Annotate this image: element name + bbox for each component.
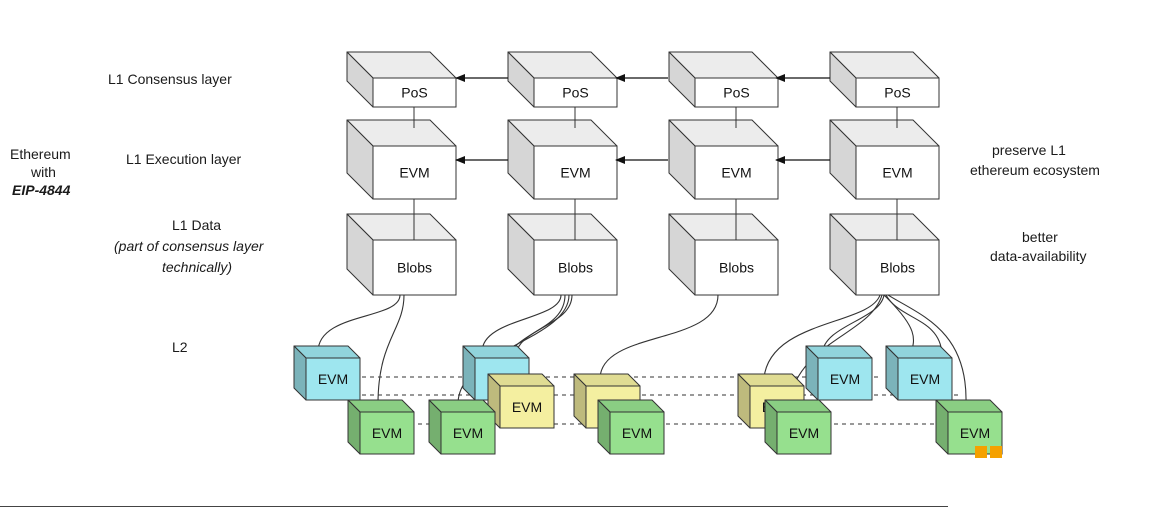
- evm-l1-box-2: EVM: [507, 119, 618, 200]
- l2-evm-cyan-4: EVM: [885, 345, 953, 401]
- data-layer-note: (part of consensus layer: [114, 238, 264, 254]
- blob-connector-7: [599, 294, 719, 379]
- evm-l1-box-4-label: EVM: [882, 165, 912, 181]
- blobs-box-2: Blobs: [507, 213, 618, 296]
- blobs-box-4: Blobs: [829, 213, 940, 296]
- consensus-layer-label: L1 Consensus layer: [108, 71, 232, 87]
- blobs-box-3-label: Blobs: [719, 260, 754, 276]
- pos-box-4: PoS: [829, 51, 940, 108]
- l1-cubes: PoS EVM Blobs PoS EVM Blobs PoS EVM Blobs PoS EVM B…: [346, 51, 940, 296]
- execution-layer-label: L1 Execution layer: [126, 151, 242, 167]
- l2-evm-yellow-1-label: EVM: [512, 399, 542, 415]
- l2-evm-yellow-1: EVM: [487, 373, 555, 429]
- ethereum-with-label: with: [31, 164, 56, 180]
- l2-evm-cyan-3: EVM: [805, 345, 873, 401]
- l2-label: L2: [172, 339, 188, 355]
- data-layer-note-2: technically): [162, 259, 233, 275]
- arrows: [413, 74, 898, 240]
- pos-box-4-label: PoS: [884, 85, 910, 101]
- l2-evm-cyan-1-label: EVM: [318, 371, 348, 387]
- l2-evm-green-1: EVM: [347, 399, 415, 455]
- l2-evm-green-3: EVM: [597, 399, 665, 455]
- pos-box-2-label: PoS: [562, 85, 588, 101]
- eip-4844-label: EIP-4844: [12, 182, 71, 198]
- right-exec-label-1: preserve L1: [992, 142, 1066, 158]
- evm-l1-box-4: EVM: [829, 119, 940, 200]
- evm-l1-box-1: EVM: [346, 119, 457, 200]
- l2-evm-green-4: EVM: [764, 399, 832, 455]
- blobs-box-3: Blobs: [668, 213, 779, 296]
- blob-connector-12: [887, 294, 967, 405]
- evm-l1-box-1-label: EVM: [399, 165, 429, 181]
- blob-connector-10: [821, 294, 885, 355]
- l2-evm-cyan-1: EVM: [293, 345, 361, 401]
- blobs-box-1: Blobs: [346, 213, 457, 296]
- blob-connector-1: [317, 294, 401, 353]
- evm-l1-box-2-label: EVM: [560, 165, 590, 181]
- l2-cubes: EVMEVMEVMEVMEVMEVMEVMEVMEVMEVMEVMEVM: [293, 345, 1003, 455]
- evm-l1-box-3: EVM: [668, 119, 779, 200]
- orange-marker-left: [975, 446, 987, 458]
- pos-box-3-label: PoS: [723, 85, 749, 101]
- right-data-label-1: better: [1022, 229, 1058, 245]
- l2-evm-green-4-label: EVM: [789, 425, 819, 441]
- blobs-box-2-label: Blobs: [558, 260, 593, 276]
- l2-evm-green-1-label: EVM: [372, 425, 402, 441]
- right-exec-label-2: ethereum ecosystem: [970, 162, 1100, 178]
- blob-connector-2: [377, 294, 405, 405]
- right-data-label-2: data-availability: [990, 248, 1087, 264]
- data-layer-label: L1 Data: [172, 217, 222, 233]
- orange-marker-right: [990, 446, 1002, 458]
- evm-l1-box-3-label: EVM: [721, 165, 751, 181]
- ethereum-label: Ethereum: [10, 146, 71, 162]
- pos-box-1: PoS: [346, 51, 457, 108]
- l2-evm-cyan-3-label: EVM: [830, 371, 860, 387]
- l2-evm-green-2: EVM: [428, 399, 496, 455]
- l2-evm-green-2-label: EVM: [453, 425, 483, 441]
- pos-box-1-label: PoS: [401, 85, 427, 101]
- blob-connector-6: [515, 294, 573, 355]
- blobs-box-1-label: Blobs: [397, 260, 432, 276]
- l2-evm-cyan-4-label: EVM: [910, 371, 940, 387]
- blob-connector-8: [763, 294, 881, 379]
- pos-box-3: PoS: [668, 51, 779, 108]
- l2-evm-green-5-label: EVM: [960, 425, 990, 441]
- bottom-divider: [0, 506, 948, 507]
- blob-connector-3: [481, 294, 562, 353]
- blob-connector-11: [885, 294, 943, 355]
- pos-box-2: PoS: [507, 51, 618, 108]
- blobs-box-4-label: Blobs: [880, 260, 915, 276]
- l2-evm-green-3-label: EVM: [622, 425, 652, 441]
